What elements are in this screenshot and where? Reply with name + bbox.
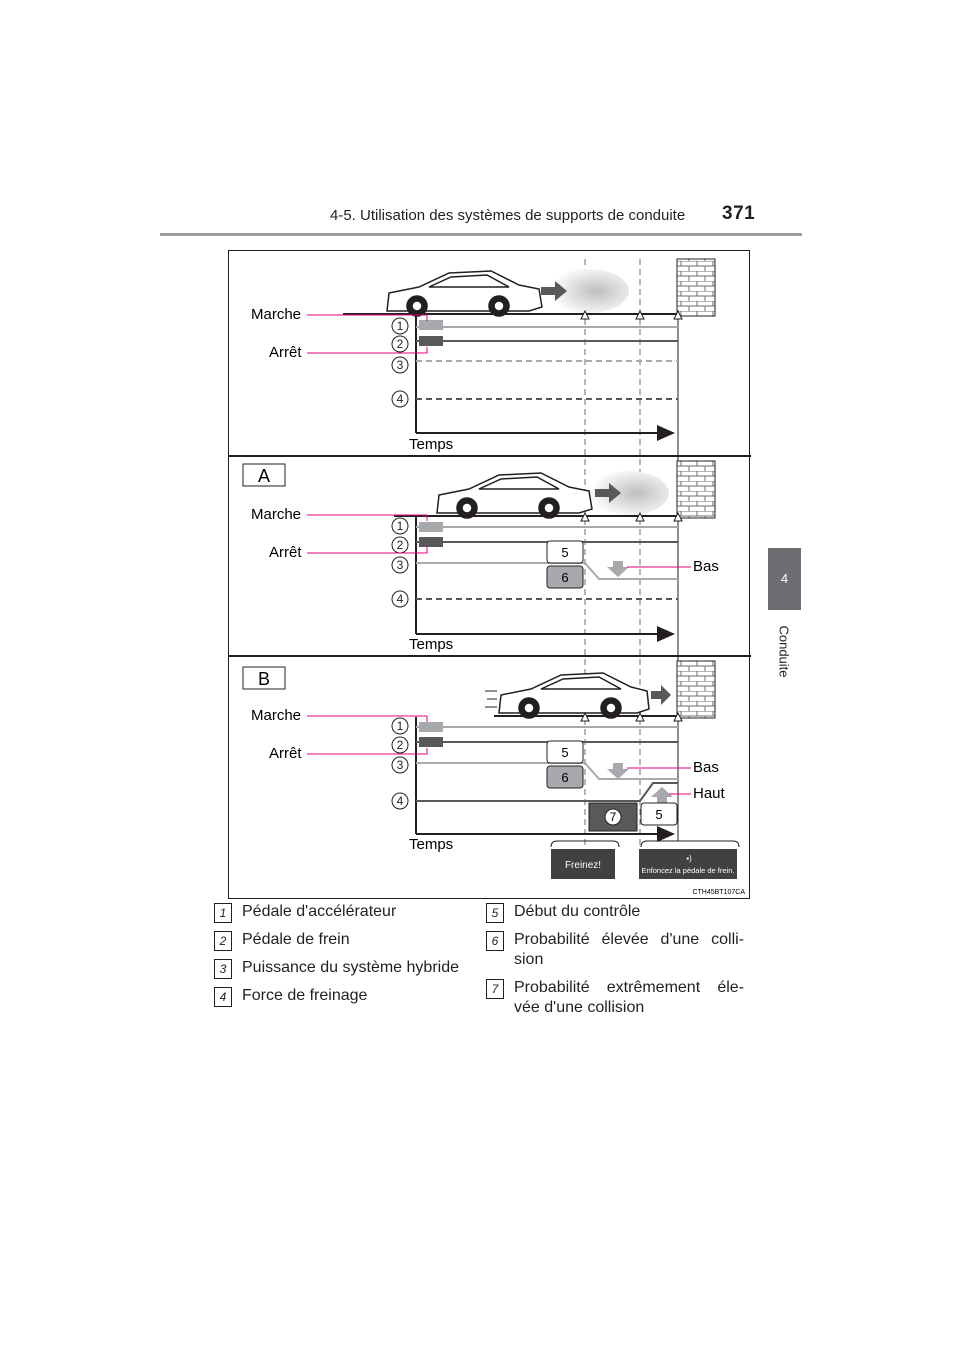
svg-text:Enfoncez la pédale de frein.: Enfoncez la pédale de frein. bbox=[642, 866, 735, 875]
wall bbox=[676, 460, 716, 519]
svg-text:▪): ▪) bbox=[686, 854, 692, 863]
legend-number: 1 bbox=[214, 903, 232, 923]
legend-text: Début du contrôle bbox=[514, 903, 641, 920]
panel-tag-a: A bbox=[258, 466, 270, 486]
wall bbox=[676, 660, 716, 719]
svg-text:6: 6 bbox=[561, 770, 568, 785]
display-freinez bbox=[551, 849, 615, 879]
svg-text:3: 3 bbox=[397, 558, 404, 572]
legend-item: 1 Pédale d'accélérateur bbox=[214, 902, 476, 923]
sensor-beam bbox=[589, 471, 669, 515]
car bbox=[386, 270, 543, 317]
dash-displays: Freinez! ▪) Enfoncez la pédale de frein. bbox=[550, 840, 740, 879]
chapter-label-text: Conduite bbox=[776, 625, 792, 678]
direction-arrow bbox=[541, 281, 567, 301]
svg-text:Temps: Temps bbox=[409, 836, 453, 853]
wall bbox=[676, 258, 716, 317]
label-arret: Arrêt bbox=[269, 344, 302, 361]
panel-tag-b: B bbox=[258, 669, 270, 689]
legend-text: Pédale de frein bbox=[242, 931, 350, 948]
legend-item: 6 Probabilité élevée d'une colli-sion bbox=[486, 930, 748, 970]
label-bas: Bas bbox=[693, 558, 719, 575]
timing-diagram: 1 2 3 4 Marche Arrêt Temps A bbox=[229, 258, 751, 896]
svg-text:Temps: Temps bbox=[409, 636, 453, 653]
svg-text:Marche: Marche bbox=[251, 707, 301, 724]
legend-text: Puissance du système hybride bbox=[242, 959, 459, 976]
svg-text:2: 2 bbox=[397, 337, 404, 351]
legend-item: 2 Pédale de frein bbox=[214, 930, 476, 951]
legend-right: 5 Début du contrôle 6 Probabilité élevée… bbox=[486, 902, 748, 1026]
header-rule bbox=[160, 233, 802, 236]
section-title: 4-5. Utilisation des systèmes de support… bbox=[330, 207, 686, 224]
svg-text:2: 2 bbox=[397, 738, 404, 752]
svg-text:3: 3 bbox=[397, 758, 404, 772]
svg-text:2: 2 bbox=[397, 538, 404, 552]
svg-text:1: 1 bbox=[397, 319, 404, 333]
panel-a: A 5 6 1 2 3 4 bbox=[242, 460, 719, 653]
legend-number: 7 bbox=[486, 979, 504, 999]
svg-text:6: 6 bbox=[561, 570, 568, 585]
legend-item: 4 Force de freinage bbox=[214, 986, 476, 1007]
chapter-tab[interactable]: 4 bbox=[768, 548, 801, 610]
panel-b: B 5 6 7 5 1 bbox=[242, 660, 726, 853]
car bbox=[436, 472, 593, 519]
page-number: 371 bbox=[722, 203, 756, 224]
svg-text:Arrêt: Arrêt bbox=[269, 544, 302, 561]
svg-text:5: 5 bbox=[655, 807, 662, 822]
legend-number: 4 bbox=[214, 987, 232, 1007]
time-guides bbox=[584, 259, 641, 851]
svg-text:5: 5 bbox=[561, 745, 568, 760]
label-bas: Bas bbox=[693, 759, 719, 776]
chapter-label: Conduite bbox=[765, 620, 803, 680]
panel-normal: 1 2 3 4 Marche Arrêt Temps bbox=[251, 258, 716, 453]
legend-number: 2 bbox=[214, 931, 232, 951]
svg-text:Marche: Marche bbox=[251, 506, 301, 523]
car bbox=[498, 672, 650, 719]
svg-text:4: 4 bbox=[397, 592, 404, 606]
legend-number: 3 bbox=[214, 959, 232, 979]
legend-left: 1 Pédale d'accélérateur 2 Pédale de frei… bbox=[214, 902, 476, 1014]
svg-text:Freinez!: Freinez! bbox=[565, 860, 601, 871]
figure-code: CTH45BT107CA bbox=[692, 889, 745, 896]
legend-text: Probabilité élevée d'une colli-sion bbox=[514, 931, 744, 968]
svg-text:7: 7 bbox=[610, 810, 617, 824]
sensor-beam bbox=[549, 269, 629, 313]
legend-item: 3 Puissance du système hybride bbox=[214, 958, 476, 979]
display-enfoncez bbox=[639, 849, 737, 879]
svg-text:5: 5 bbox=[561, 545, 568, 560]
svg-text:3: 3 bbox=[397, 358, 404, 372]
svg-text:1: 1 bbox=[397, 519, 404, 533]
legend-number: 6 bbox=[486, 931, 504, 951]
legend-item: 5 Début du contrôle bbox=[486, 902, 748, 923]
legend-item: 7 Probabilité extrêmement éle-vée d'une … bbox=[486, 978, 748, 1018]
label-marche: Marche bbox=[251, 306, 301, 323]
legend-text: Pédale d'accélérateur bbox=[242, 903, 397, 920]
collision-control-figure: 1 2 3 4 Marche Arrêt Temps A bbox=[228, 250, 751, 899]
svg-text:Arrêt: Arrêt bbox=[269, 745, 302, 762]
legend-text: Probabilité extrêmement éle-vée d'une co… bbox=[514, 979, 744, 1016]
label-haut: Haut bbox=[693, 785, 726, 802]
legend-number: 5 bbox=[486, 903, 504, 923]
svg-text:1: 1 bbox=[397, 719, 404, 733]
label-temps: Temps bbox=[409, 436, 453, 453]
svg-text:4: 4 bbox=[397, 392, 404, 406]
legend-text: Force de freinage bbox=[242, 987, 368, 1004]
svg-text:4: 4 bbox=[397, 794, 404, 808]
